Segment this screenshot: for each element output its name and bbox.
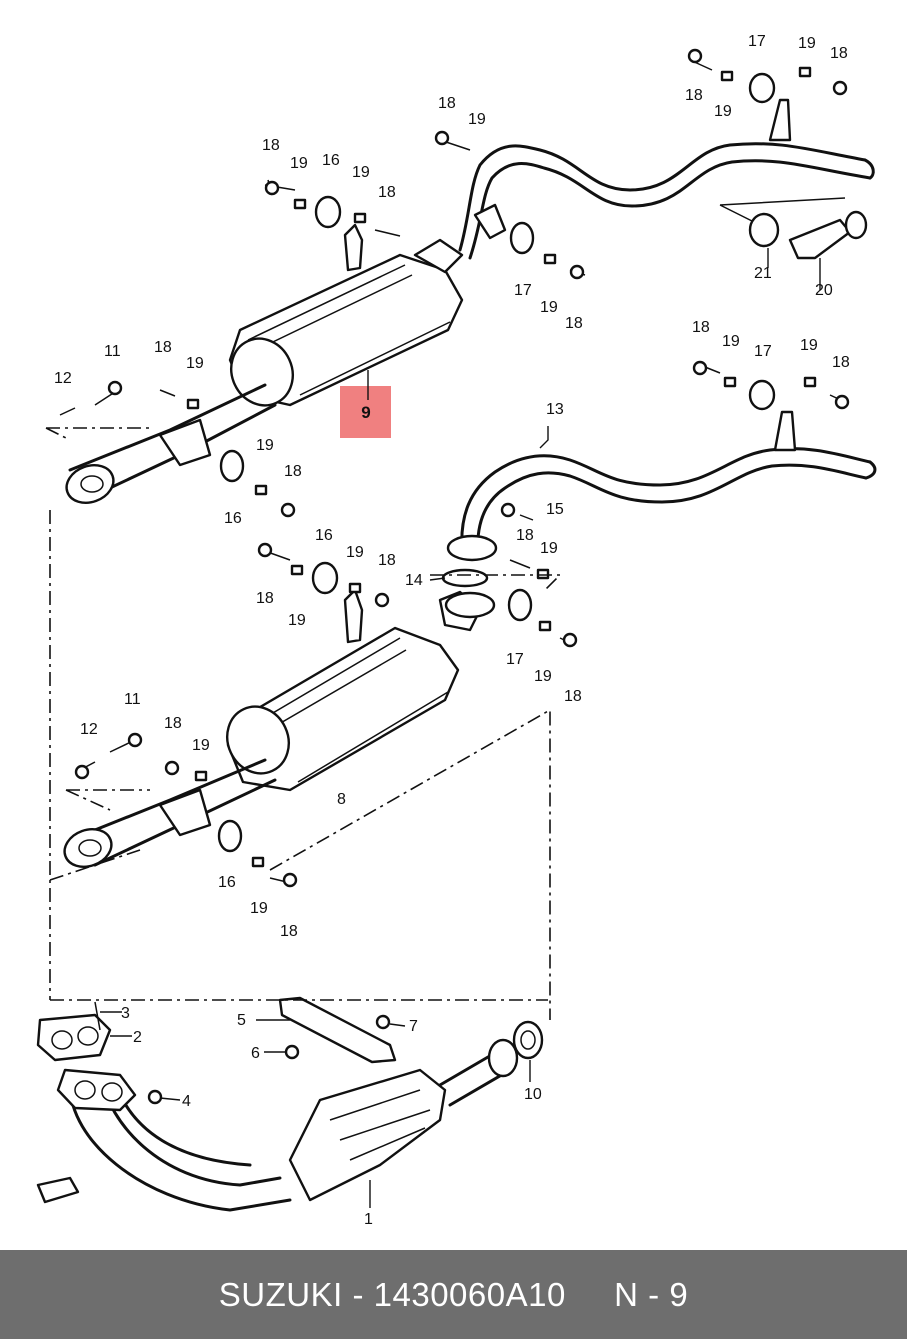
callout-18: 18 — [378, 552, 396, 569]
flange-lower — [63, 827, 113, 869]
callout-18: 18 — [154, 339, 172, 356]
callout-12: 12 — [54, 370, 72, 387]
callout-19: 19 — [800, 337, 818, 354]
callout-19: 19 — [540, 540, 558, 557]
bracket-5 — [278, 996, 397, 1064]
footer-text: SUZUKI - 1430060A10 N - 9 — [218, 1275, 689, 1313]
callout-15: 15 — [546, 501, 564, 518]
callout-12: 12 — [80, 721, 98, 738]
callout-18: 18 — [832, 354, 850, 371]
callout-18: 18 — [438, 95, 456, 112]
callout-19: 19 — [192, 737, 210, 754]
callout-10: 10 — [524, 1086, 542, 1103]
tail-pipe-upper — [458, 142, 867, 252]
lower-assembly — [49, 360, 877, 1020]
callout-19: 19 — [346, 544, 364, 561]
callout-17: 17 — [506, 651, 524, 668]
callout-19: 19 — [798, 35, 816, 52]
callout-18: 18 — [830, 45, 848, 62]
catalytic-converter — [288, 1068, 447, 1202]
callout-18: 18 — [262, 137, 280, 154]
callout-4: 4 — [182, 1093, 191, 1110]
callout-16: 16 — [218, 874, 236, 891]
front-pipe-catalyst — [36, 996, 548, 1212]
callout-18: 18 — [256, 590, 274, 607]
rubber-mount-17d — [748, 379, 776, 411]
callout-16: 16 — [224, 510, 242, 527]
highlight-label: 9 — [361, 403, 370, 422]
flange-upper-joint — [446, 534, 498, 562]
callout-19: 19 — [352, 164, 370, 181]
callout-7: 7 — [409, 1018, 418, 1035]
callout-6: 6 — [251, 1045, 260, 1062]
highlight-box — [340, 386, 391, 438]
callout-19: 19 — [250, 900, 268, 917]
callout-16: 16 — [322, 152, 340, 169]
callout-19: 19 — [722, 333, 740, 350]
leader-lines — [100, 248, 821, 1208]
callout-13: 13 — [546, 401, 564, 418]
callout-18: 18 — [685, 87, 703, 104]
nut-15 — [500, 502, 516, 518]
muffler-9 — [228, 238, 464, 407]
callout-19: 19 — [256, 437, 274, 454]
tail-extension — [748, 210, 868, 260]
callout-21: 21 — [754, 265, 772, 282]
rubber-mount-16d — [217, 819, 243, 853]
callout-1: 1 — [364, 1211, 373, 1228]
upper-assembly — [45, 48, 875, 1000]
callout-19: 19 — [468, 111, 486, 128]
part-number-footer: SUZUKI - 1430060A10 N - 9 — [0, 1250, 907, 1339]
callout-11: 11 — [124, 691, 141, 708]
callout-19: 19 — [186, 355, 204, 372]
callout-18: 18 — [284, 463, 302, 480]
rubber-mount-16b — [219, 449, 245, 483]
rubber-mount-17c — [507, 588, 533, 622]
flange-upper — [65, 463, 115, 505]
callout-19: 19 — [534, 668, 552, 685]
muffler-8 — [226, 626, 460, 792]
gasket-10 — [512, 1020, 544, 1060]
callout-11: 11 — [104, 343, 121, 360]
callout-16: 16 — [315, 527, 333, 544]
callout-14: 14 — [405, 572, 423, 589]
rubber-mount-16a — [314, 195, 342, 229]
callout-19: 19 — [714, 103, 732, 120]
callout-18: 18 — [692, 319, 710, 336]
exhaust-system-diagram: 9 17 19 18 18 19 18 19 18 19 16 19 18 17… — [36, 33, 877, 1228]
callout-20: 20 — [815, 282, 833, 299]
callouts: 17 19 18 18 19 18 19 18 19 16 19 18 17 1… — [54, 33, 850, 1228]
manifold-gasket-2 — [36, 1013, 112, 1062]
callout-19: 19 — [288, 612, 306, 629]
gasket-14 — [441, 568, 489, 588]
callout-19: 19 — [540, 299, 558, 316]
callout-19: 19 — [290, 155, 308, 172]
callout-8: 8 — [337, 791, 346, 808]
callout-18: 18 — [280, 923, 298, 940]
callout-18: 18 — [378, 184, 396, 201]
rubber-mount-17a — [509, 221, 535, 255]
rubber-mount-16c — [311, 561, 339, 595]
callout-3: 3 — [121, 1005, 130, 1022]
callout-18: 18 — [164, 715, 182, 732]
callout-17: 17 — [748, 33, 766, 50]
callout-17: 17 — [514, 282, 532, 299]
callout-18: 18 — [516, 527, 534, 544]
callout-2: 2 — [133, 1029, 142, 1046]
callout-18: 18 — [565, 315, 583, 332]
callout-5: 5 — [237, 1012, 246, 1029]
rubber-mount-17b — [748, 72, 776, 104]
callout-17: 17 — [754, 343, 772, 360]
callout-18: 18 — [564, 688, 582, 705]
hanger-bracket-upper — [768, 98, 792, 142]
